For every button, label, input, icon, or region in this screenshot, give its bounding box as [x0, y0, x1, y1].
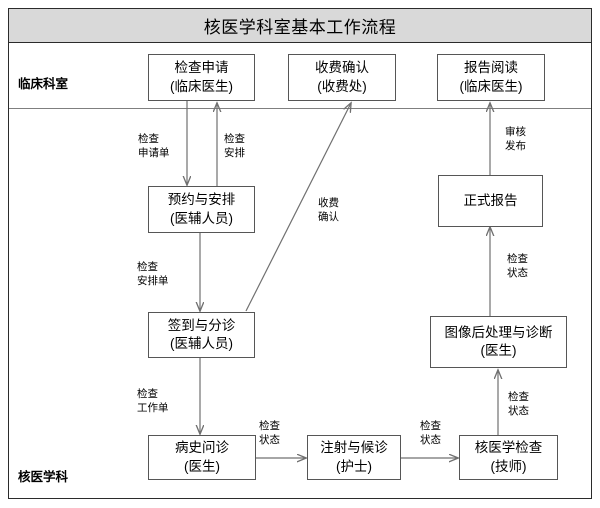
node-injection-wait[interactable]: 注射与候诊 (护士) — [307, 435, 401, 480]
node-history-inquiry[interactable]: 病史问诊 (医生) — [148, 435, 256, 480]
node-exam-request-line2: (临床医生) — [170, 78, 233, 94]
edge-label-charge-confirmed-line2: 确认 — [318, 210, 339, 223]
diagram-frame — [8, 8, 592, 499]
node-nuclear-exam-line1: 核医学检查 — [474, 440, 543, 456]
edge-label-exam-status-3-line2: 状态 — [508, 404, 529, 417]
edge-label-work-order: 检查 工作单 — [137, 388, 169, 415]
node-booking-schedule-line1: 预约与安排 — [167, 192, 236, 208]
node-history-inquiry-line2: (医生) — [184, 458, 220, 474]
node-exam-request[interactable]: 检查申请 (临床医生) — [148, 54, 255, 101]
lane-divider-clinical-nuclear — [9, 108, 591, 109]
diagram-title-bar: 核医学科室基本工作流程 — [9, 9, 591, 43]
node-charge-confirm[interactable]: 收费确认 (收费处) — [288, 54, 396, 101]
edge-label-exam-status-3-line1: 检查 — [508, 391, 529, 403]
lane-label-nuclear: 核医学科 — [18, 470, 69, 484]
edge-label-exam-arrangement: 检查 安排 — [224, 133, 245, 160]
edge-label-charge-confirmed-line1: 收费 — [318, 197, 339, 209]
node-signin-triage-line1: 签到与分诊 — [167, 317, 236, 333]
edge-label-exam-request-form: 检查 申请单 — [138, 133, 170, 160]
node-injection-wait-line2: (护士) — [336, 458, 372, 474]
node-formal-report-line1: 正式报告 — [463, 192, 518, 208]
node-report-read[interactable]: 报告阅读 (临床医生) — [437, 54, 545, 101]
edge-label-exam-status-3: 检查 状态 — [508, 391, 529, 418]
edge-label-exam-request-form-line2: 申请单 — [138, 146, 170, 159]
node-formal-report[interactable]: 正式报告 — [438, 175, 543, 227]
edge-label-work-order-line2: 工作单 — [137, 401, 169, 414]
node-nuclear-exam-line2: (技师) — [490, 458, 527, 474]
node-signin-triage[interactable]: 签到与分诊 (医辅人员) — [148, 312, 255, 358]
node-image-post-dx[interactable]: 图像后处理与诊断 (医生) — [430, 316, 567, 368]
node-report-read-line1: 报告阅读 — [464, 60, 518, 76]
lane-label-clinical: 临床科室 — [18, 77, 69, 91]
node-history-inquiry-line1: 病史问诊 — [175, 440, 229, 456]
node-booking-schedule[interactable]: 预约与安排 (医辅人员) — [148, 186, 255, 233]
node-booking-schedule-line2: (医辅人员) — [170, 210, 233, 226]
edge-label-exam-status-2-line2: 状态 — [420, 433, 441, 446]
edge-label-exam-arrangement-line1: 检查 — [224, 133, 245, 145]
edge-label-exam-status-1: 检查 状态 — [259, 420, 280, 447]
node-image-post-dx-line1: 图像后处理与诊断 — [444, 324, 553, 340]
node-charge-confirm-line1: 收费确认 — [315, 60, 369, 76]
edge-label-schedule-form-line2: 安排单 — [137, 274, 169, 287]
edge-label-exam-status-2: 检查 状态 — [420, 420, 441, 447]
edge-label-work-order-line1: 检查 — [137, 388, 158, 400]
edge-label-exam-status-report-line2: 状态 — [507, 266, 528, 279]
node-nuclear-exam[interactable]: 核医学检查 (技师) — [459, 435, 558, 480]
edge-label-exam-status-report: 检查 状态 — [507, 253, 528, 280]
edge-label-exam-status-1-line1: 检查 — [259, 420, 280, 432]
node-exam-request-line1: 检查申请 — [174, 60, 229, 76]
node-report-read-line2: (临床医生) — [459, 78, 523, 94]
edge-label-exam-arrangement-line2: 安排 — [224, 146, 245, 159]
node-charge-confirm-line2: (收费处) — [317, 78, 367, 94]
edge-label-charge-confirmed: 收费 确认 — [318, 197, 339, 224]
edge-label-schedule-form: 检查 安排单 — [137, 261, 169, 288]
edge-label-review-publish-line1: 审核 — [505, 126, 526, 138]
diagram-title: 核医学科室基本工作流程 — [203, 18, 397, 37]
edge-label-review-publish-line2: 发布 — [505, 139, 526, 152]
edge-label-exam-status-report-line1: 检查 — [507, 253, 528, 265]
node-injection-wait-line1: 注射与候诊 — [320, 440, 388, 456]
edge-label-exam-request-form-line1: 检查 — [138, 133, 159, 145]
node-image-post-dx-line2: (医生) — [480, 343, 517, 358]
edge-label-exam-status-2-line1: 检查 — [420, 420, 441, 432]
edge-label-schedule-form-line1: 检查 — [137, 261, 158, 273]
edge-label-review-publish: 审核 发布 — [505, 126, 526, 153]
edge-label-exam-status-1-line2: 状态 — [259, 433, 280, 446]
node-signin-triage-line2: (医辅人员) — [170, 336, 233, 351]
